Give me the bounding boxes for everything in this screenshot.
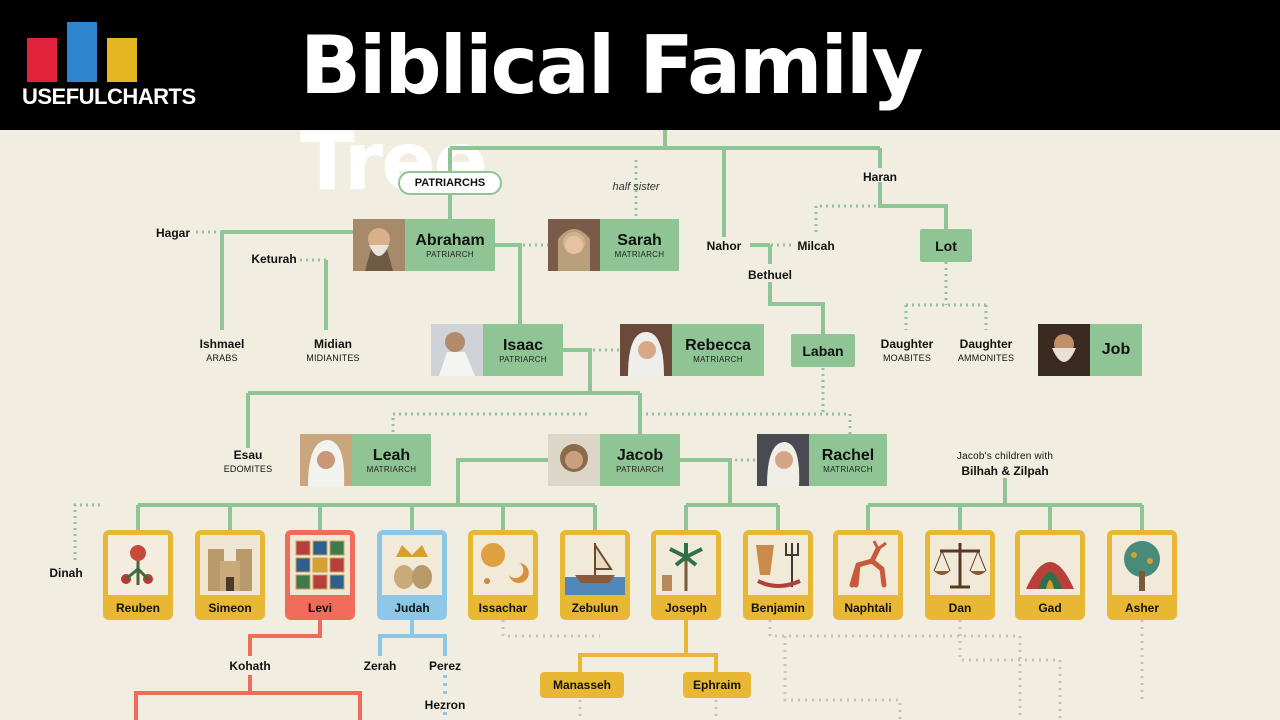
tribe-name: Naphtali — [844, 601, 892, 615]
tribe-name: Joseph — [664, 601, 707, 615]
judah-mosaic-icon — [382, 535, 442, 595]
isaac-name: Isaac — [502, 336, 544, 354]
tribe-naphtali[interactable]: Naphtali — [833, 530, 903, 620]
header: USEFULCHARTS Biblical Family Tree — [0, 0, 1280, 208]
half-sister-label: half sister — [612, 181, 660, 193]
usefulcharts-logo-icon[interactable] — [27, 20, 141, 82]
sarah-role: MATRIARCH — [614, 249, 665, 259]
abraham-portrait — [353, 219, 405, 271]
tribe-dan[interactable]: Dan — [925, 530, 995, 620]
haran-label: Haran — [862, 170, 898, 184]
dinah-label: Dinah — [49, 566, 83, 580]
laban-box[interactable]: Laban — [791, 334, 855, 367]
rachel-portrait — [757, 434, 809, 486]
nahor-label: Nahor — [706, 239, 742, 253]
tribe-name: Benjamin — [750, 601, 805, 615]
leah-role: MATRIARCH — [366, 464, 417, 474]
abraham-role: PATRIARCH — [426, 249, 474, 259]
tribe-benjamin[interactable]: Benjamin — [743, 530, 813, 620]
tribe-name: Zebulun — [571, 601, 619, 615]
ephraim-box[interactable]: Ephraim — [683, 672, 751, 698]
reuben-mosaic-icon — [108, 535, 168, 595]
levi-mosaic-icon — [290, 535, 350, 595]
job-portrait — [1038, 324, 1090, 376]
tribe-name: Judah — [394, 601, 430, 615]
leah-portrait — [300, 434, 352, 486]
rachel-name: Rachel — [821, 446, 875, 464]
tribe-name: Simeon — [208, 601, 252, 615]
tribe-asher[interactable]: Asher — [1107, 530, 1177, 620]
milcah-label: Milcah — [797, 239, 835, 253]
isaac-portrait — [431, 324, 483, 376]
tribe-name: Levi — [307, 601, 332, 615]
lot-box[interactable]: Lot — [920, 229, 972, 262]
jacob-name: Jacob — [616, 446, 664, 464]
zerah-label: Zerah — [363, 659, 397, 673]
jacob-role: PATRIARCH — [616, 464, 664, 474]
tribe-name: Dan — [948, 601, 972, 615]
tribe-judah[interactable]: Judah — [377, 530, 447, 620]
tribe-issachar[interactable]: Issachar — [468, 530, 538, 620]
tribe-zebulun[interactable]: Zebulun — [560, 530, 630, 620]
manasseh-box[interactable]: Manasseh — [540, 672, 624, 698]
tribe-simeon[interactable]: Simeon — [195, 530, 265, 620]
person-job[interactable]: Job — [1038, 324, 1142, 376]
rachel-role: MATRIARCH — [823, 464, 873, 474]
asher-tree-icon — [1112, 535, 1172, 595]
tribe-name: Issachar — [478, 601, 528, 615]
bethuel-label: Bethuel — [747, 268, 793, 282]
leah-name: Leah — [372, 446, 411, 464]
keturah-label: Keturah — [251, 252, 297, 266]
page-title: Biblical Family Tree — [300, 19, 923, 208]
hezron-label: Hezron — [424, 698, 466, 712]
rebecca-role: MATRIARCH — [693, 354, 743, 364]
jacob-portrait — [548, 434, 600, 486]
perez-label: Perez — [428, 659, 462, 673]
patriarchs-label: PATRIARCHS — [398, 171, 502, 195]
issachar-mosaic-icon — [473, 535, 533, 595]
rebecca-portrait — [620, 324, 672, 376]
job-name: Job — [1101, 341, 1131, 358]
benjamin-mosaic-icon — [748, 535, 808, 595]
kohath-label: Kohath — [229, 659, 271, 673]
sarah-portrait — [548, 219, 600, 271]
tribe-levi[interactable]: Levi — [285, 530, 355, 620]
tribe-gad[interactable]: Gad — [1015, 530, 1085, 620]
abraham-name: Abraham — [415, 231, 485, 249]
gad-tent-icon — [1020, 535, 1080, 595]
tribe-name: Asher — [1124, 601, 1159, 615]
hagar-label: Hagar — [155, 226, 191, 240]
zebulun-mosaic-icon — [565, 535, 625, 595]
rebecca-name: Rebecca — [685, 336, 751, 354]
simeon-mosaic-icon — [200, 535, 260, 595]
sarah-name: Sarah — [617, 231, 662, 249]
tribe-name: Gad — [1038, 601, 1062, 615]
naphtali-mosaic-icon — [838, 535, 898, 595]
tribe-reuben[interactable]: Reuben — [103, 530, 173, 620]
tribe-joseph[interactable]: Joseph — [651, 530, 721, 620]
dan-scales-icon — [930, 535, 990, 595]
tribe-name: Reuben — [115, 601, 160, 615]
joseph-mosaic-icon — [656, 535, 716, 595]
isaac-role: PATRIARCH — [499, 354, 547, 364]
